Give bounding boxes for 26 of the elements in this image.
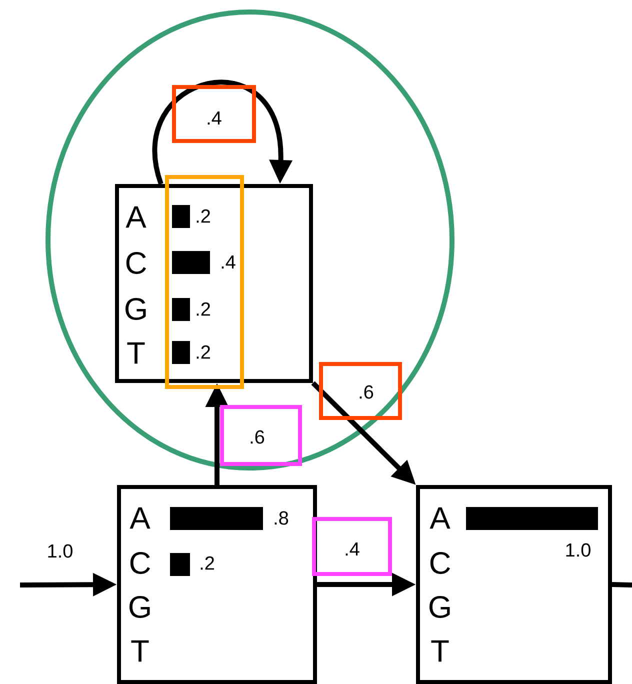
nucleotide-letter: A: [126, 206, 146, 228]
edge-label: 1.0: [46, 543, 74, 559]
nucleotide-letter: C: [126, 252, 146, 274]
nucleotide-letter: C: [430, 552, 450, 574]
probability-value: .8: [274, 511, 288, 525]
nucleotide-letter: T: [127, 342, 145, 364]
edge-label: .4: [343, 541, 361, 557]
probability-value: 1.0: [566, 543, 590, 557]
nucleotide-letter: G: [130, 596, 150, 618]
arrow: [152, 80, 293, 185]
edge-label: .4: [205, 110, 223, 126]
nucleotide-letter: G: [126, 298, 146, 320]
nucleotide-letter: T: [431, 640, 449, 662]
probability-value: .2: [200, 556, 214, 570]
nucleotide-letter: G: [430, 596, 450, 618]
edge-label: .6: [248, 429, 266, 445]
probability-value: .2: [196, 302, 210, 316]
nucleotide-letter: T: [131, 640, 149, 662]
highlight-ellipse: [46, 10, 454, 470]
nucleotide-letter: A: [130, 507, 150, 529]
edge-label: .6: [357, 384, 375, 400]
nucleotide-letter: C: [130, 552, 150, 574]
probability-value: .2: [196, 345, 210, 359]
probability-value: .4: [222, 255, 236, 269]
probability-value: .2: [196, 209, 210, 223]
nucleotide-letter: A: [430, 507, 450, 529]
